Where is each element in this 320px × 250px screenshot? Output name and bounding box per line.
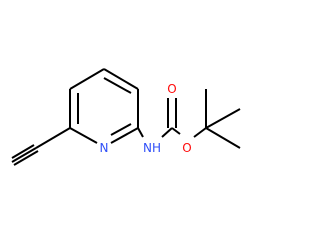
structure-canvas: N NH O O: [11, 68, 241, 166]
carbonyl-oxygen-label: O: [167, 82, 176, 96]
bond-c6-alkyne: [35, 127, 71, 149]
molecule-structure-diagram: N NH O O: [11, 68, 241, 166]
bond-tbu-methyl-right: [205, 108, 241, 129]
bond-c2-nh: [137, 127, 144, 138]
triple-bond-line-2: [11, 147, 37, 163]
bond-ester-o-tbu: [193, 127, 207, 138]
ester-oxygen-label: O: [182, 141, 191, 155]
ethynyl-group: [11, 127, 71, 166]
bond-tbu-methyl-down: [205, 127, 241, 149]
pyridine-ring: [69, 68, 139, 144]
carbamate-group: [137, 98, 207, 138]
amide-nh-label: NH: [143, 141, 161, 155]
bond-nh-carbonyl: [161, 127, 173, 138]
double-bond-c2-n1-inner: [110, 123, 132, 136]
bond-c2-n1: [110, 127, 139, 144]
bond-c4-c3: [103, 68, 139, 90]
bond-c5-c4: [69, 68, 105, 90]
pyridine-nitrogen-label: N: [100, 141, 109, 155]
tert-butyl-group: [205, 89, 241, 149]
bond-n1-c6: [69, 127, 98, 144]
bond-carbonyl-ester-o: [171, 127, 181, 135]
double-bond-c4-c3-inner: [103, 77, 132, 94]
triple-bond-line-3: [13, 150, 39, 166]
triple-bond-line-1: [11, 144, 35, 159]
